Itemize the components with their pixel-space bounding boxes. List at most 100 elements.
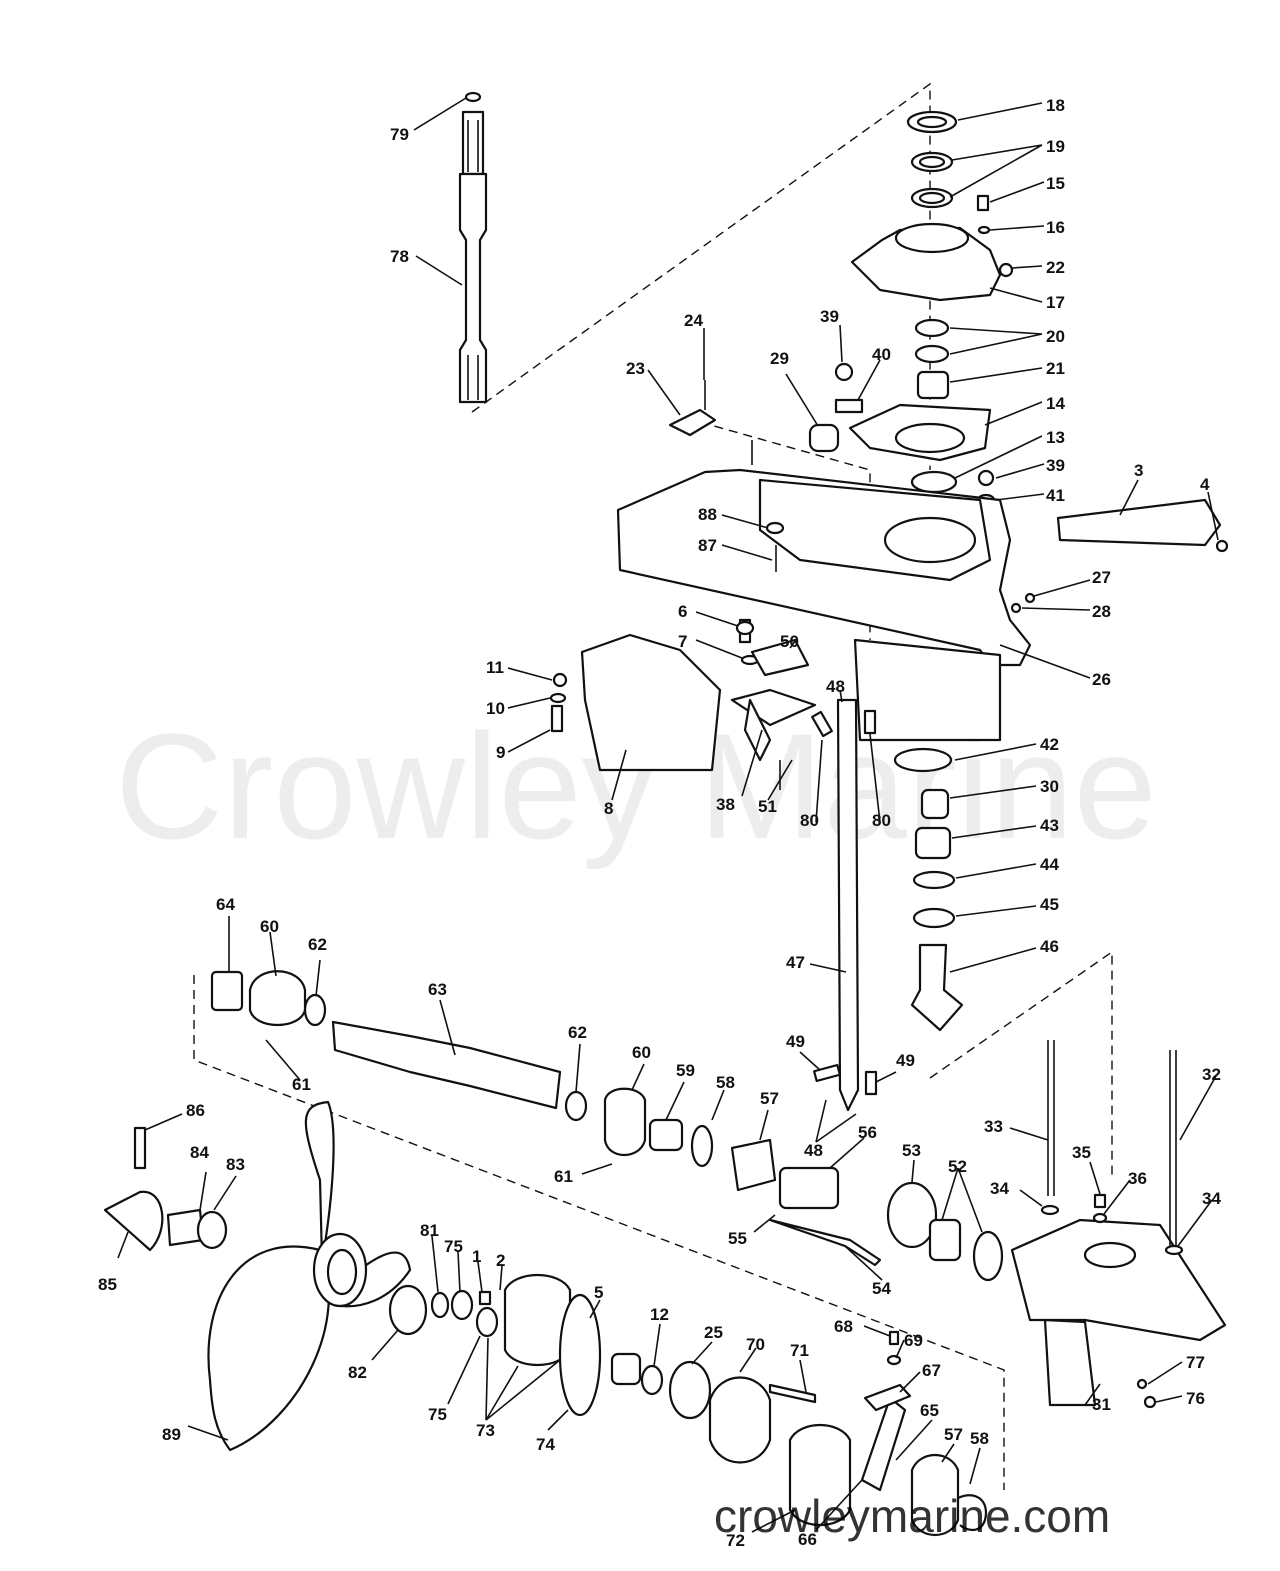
callout-16: 16 <box>1046 218 1065 237</box>
callout-59: 59 <box>676 1061 695 1080</box>
callout-leaders <box>117 97 1219 1533</box>
callout-60: 60 <box>260 917 279 936</box>
callout-88: 88 <box>698 505 717 524</box>
callout-78: 78 <box>390 247 409 266</box>
callout-42: 42 <box>1040 735 1059 754</box>
callout-48b: 48 <box>804 1141 823 1160</box>
callout-58b: 58 <box>970 1429 989 1448</box>
callout-48: 48 <box>826 677 845 696</box>
callout-83: 83 <box>226 1155 245 1174</box>
callout-28: 28 <box>1092 602 1111 621</box>
callout-13: 13 <box>1046 428 1065 447</box>
callout-51: 51 <box>758 797 777 816</box>
callout-84: 84 <box>190 1143 209 1162</box>
shift-rod <box>811 698 878 1112</box>
callout-39b: 39 <box>1046 456 1065 475</box>
callout-54: 54 <box>872 1279 891 1298</box>
callout-31: 31 <box>1092 1395 1111 1414</box>
callout-58: 58 <box>716 1073 735 1092</box>
callout-63: 63 <box>428 980 447 999</box>
callout-9: 9 <box>496 743 505 762</box>
callout-80b: 80 <box>872 811 891 830</box>
callout-23: 23 <box>626 359 645 378</box>
pinion-bearing-stack <box>893 747 964 1032</box>
callout-26: 26 <box>1092 670 1111 689</box>
callout-34: 34 <box>990 1179 1009 1198</box>
callout-75: 75 <box>444 1237 463 1256</box>
callout-3: 3 <box>1134 461 1143 480</box>
callout-10: 10 <box>486 699 505 718</box>
callout-25: 25 <box>704 1323 723 1342</box>
callout-56: 56 <box>858 1123 877 1142</box>
callout-49: 49 <box>786 1032 805 1051</box>
callout-18: 18 <box>1046 96 1065 115</box>
seal-stack <box>850 110 1014 400</box>
gasket-and-small-parts <box>668 362 996 507</box>
callout-33: 33 <box>984 1117 1003 1136</box>
cover-and-shift-parts <box>549 618 817 790</box>
callout-5: 5 <box>594 1283 603 1302</box>
propeller <box>103 1100 412 1452</box>
callout-7: 7 <box>678 632 687 651</box>
callout-75b: 75 <box>428 1405 447 1424</box>
callout-53: 53 <box>902 1141 921 1160</box>
callout-36: 36 <box>1128 1169 1147 1188</box>
callout-61: 61 <box>292 1075 311 1094</box>
callout-8: 8 <box>604 799 613 818</box>
callout-62b: 62 <box>568 1023 587 1042</box>
callout-62: 62 <box>308 935 327 954</box>
callout-35: 35 <box>1072 1143 1091 1162</box>
callout-32: 32 <box>1202 1065 1221 1084</box>
bottom-row-parts <box>388 1273 988 1536</box>
callout-29: 29 <box>770 349 789 368</box>
lower-unit-skeg-housing <box>1010 1040 1227 1409</box>
callout-50: 50 <box>780 632 799 651</box>
callout-38: 38 <box>716 795 735 814</box>
callout-45: 45 <box>1040 895 1059 914</box>
callout-76: 76 <box>1186 1389 1205 1408</box>
callout-39: 39 <box>820 307 839 326</box>
propeller-shaft-assembly <box>210 970 1004 1282</box>
callout-65: 65 <box>920 1401 939 1420</box>
callout-64: 64 <box>216 895 235 914</box>
callout-11: 11 <box>486 658 504 677</box>
callout-77: 77 <box>1186 1353 1205 1372</box>
watermark-url: crowleymarine.com <box>714 1490 1110 1542</box>
callout-73: 73 <box>476 1421 495 1440</box>
callout-69: 69 <box>904 1331 923 1350</box>
callout-67: 67 <box>922 1361 941 1380</box>
callout-70: 70 <box>746 1335 765 1354</box>
callout-71: 71 <box>790 1341 809 1360</box>
callout-47: 47 <box>786 953 805 972</box>
callout-86: 86 <box>186 1101 205 1120</box>
callout-17: 17 <box>1046 293 1065 312</box>
callout-79: 79 <box>390 125 409 144</box>
callout-44: 44 <box>1040 855 1059 874</box>
callout-15: 15 <box>1046 174 1065 193</box>
callout-49b: 49 <box>896 1051 915 1070</box>
callout-14: 14 <box>1046 394 1065 413</box>
callout-22: 22 <box>1046 258 1065 277</box>
callout-80: 80 <box>800 811 819 830</box>
callout-60b: 60 <box>632 1043 651 1062</box>
callout-82: 82 <box>348 1363 367 1382</box>
callout-30: 30 <box>1040 777 1059 796</box>
callout-81: 81 <box>420 1221 439 1240</box>
callout-61b: 61 <box>554 1167 573 1186</box>
callout-27: 27 <box>1092 568 1111 587</box>
callout-66: 66 <box>798 1530 817 1549</box>
callout-12: 12 <box>650 1305 669 1324</box>
callout-85: 85 <box>98 1275 117 1294</box>
callout-2: 2 <box>496 1251 505 1270</box>
callout-72: 72 <box>726 1531 745 1550</box>
callout-46: 46 <box>1040 937 1059 956</box>
callout-55: 55 <box>728 1229 747 1248</box>
callout-40: 40 <box>872 345 891 364</box>
callout-19: 19 <box>1046 137 1065 156</box>
drive-shaft <box>458 91 488 404</box>
callout-6: 6 <box>678 602 687 621</box>
callout-57b: 57 <box>944 1425 963 1444</box>
callout-68: 68 <box>834 1317 853 1336</box>
callout-21: 21 <box>1046 359 1065 378</box>
